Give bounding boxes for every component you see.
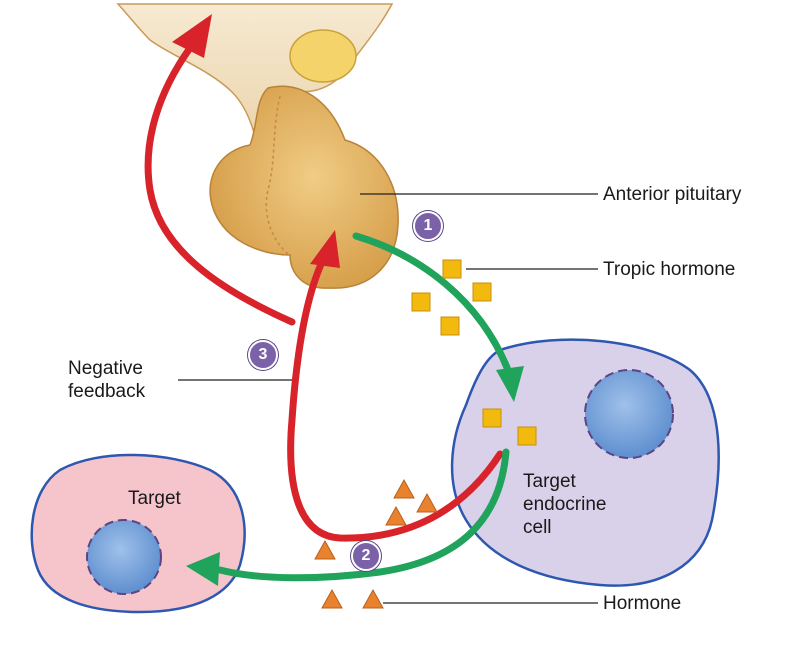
tropic-hormone-square bbox=[411, 292, 431, 312]
hormone-molecules bbox=[314, 478, 438, 609]
hormone-triangle bbox=[385, 505, 407, 526]
mammillary-body bbox=[289, 29, 357, 83]
tropic-arrowhead bbox=[496, 366, 524, 402]
step-2-badge: 2 bbox=[351, 541, 381, 571]
feedback-arrowhead-pituitary bbox=[310, 230, 340, 268]
feedback-arrow-to-pituitary bbox=[287, 258, 504, 542]
tropic-hormone-square bbox=[517, 426, 537, 446]
feedback-arrowhead-hypothalamus bbox=[172, 14, 212, 58]
label-tropic-hormone: Tropic hormone bbox=[603, 259, 736, 280]
hormone-triangle bbox=[314, 539, 336, 560]
label-target-endocrine-line2: endocrine bbox=[523, 494, 607, 515]
target-cell-nucleus bbox=[86, 519, 162, 595]
label-anterior-pituitary: Anterior pituitary bbox=[603, 184, 742, 205]
pituitary-lobe-division bbox=[265, 95, 289, 255]
endocrine-cell-nucleus bbox=[584, 369, 674, 459]
label-negative-feedback: Negative feedback bbox=[68, 357, 145, 403]
label-target: Target bbox=[128, 488, 181, 509]
step-1-badge: 1 bbox=[413, 211, 443, 241]
tropic-hormone-square bbox=[440, 316, 460, 336]
step-3-badge: 3 bbox=[248, 340, 278, 370]
hormone-triangle bbox=[321, 588, 343, 609]
label-target-endocrine-line1: Target bbox=[523, 471, 576, 492]
label-hormone: Hormone bbox=[603, 593, 682, 614]
hormone-arrowhead bbox=[186, 552, 220, 586]
feedback-arrow-to-hypothalamus bbox=[144, 44, 296, 326]
label-target-endocrine-cell: Target endocrine cell bbox=[523, 470, 606, 539]
tropic-hormone-square bbox=[442, 259, 462, 279]
label-negative-feedback-line1: Negative bbox=[68, 358, 143, 379]
hormone-triangle bbox=[416, 492, 438, 513]
tropic-hormone-square bbox=[472, 282, 492, 302]
tropic-arrow bbox=[352, 232, 512, 374]
tropic-hormone-square bbox=[482, 408, 502, 428]
pituitary-gland bbox=[209, 85, 399, 289]
label-negative-feedback-line2: feedback bbox=[68, 381, 146, 402]
hormone-triangle bbox=[362, 588, 384, 609]
tropic-hormone-molecules bbox=[411, 259, 537, 446]
label-target-endocrine-line3: cell bbox=[523, 517, 552, 538]
hormone-triangle bbox=[393, 478, 415, 499]
hormone-arrow bbox=[216, 448, 510, 582]
